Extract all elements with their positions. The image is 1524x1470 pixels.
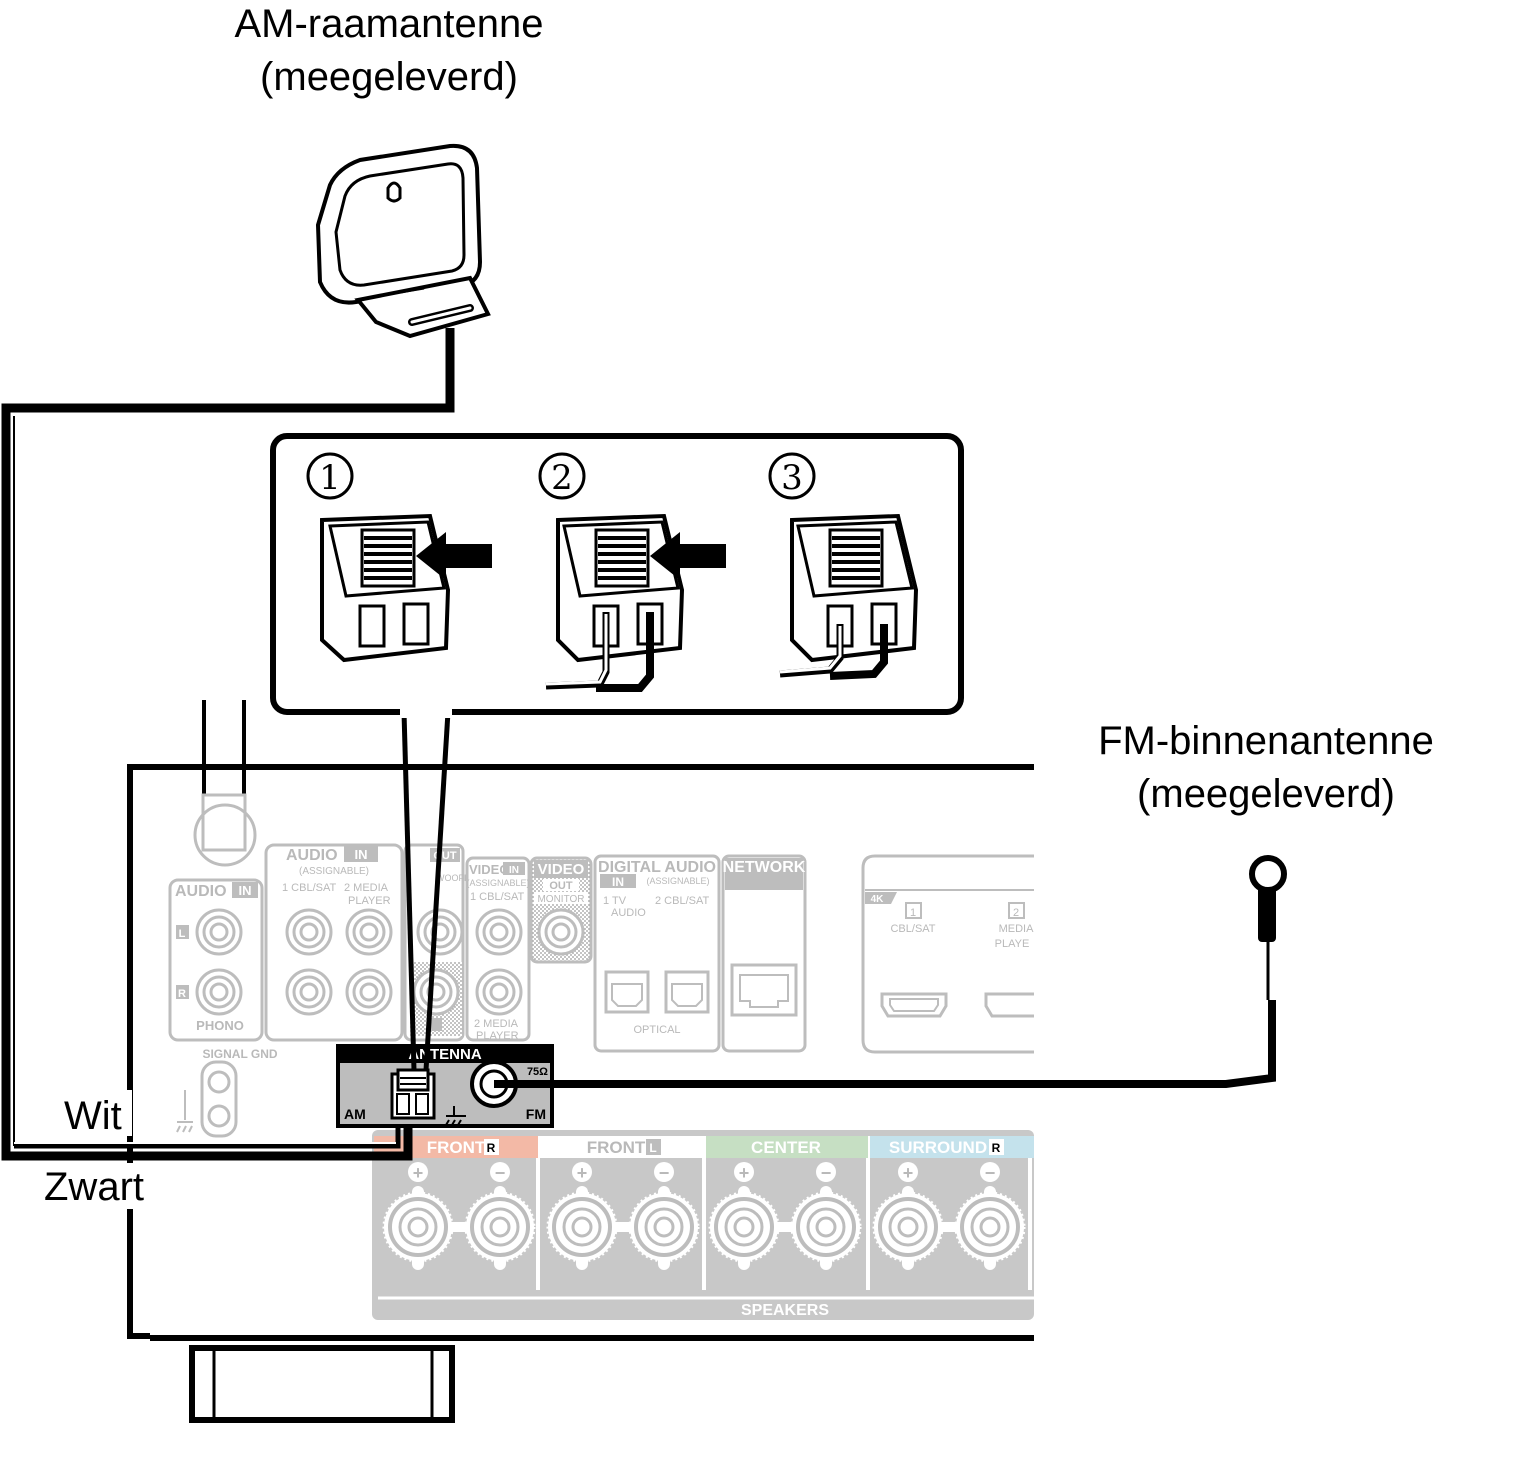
fm-antenna-title: FM-binnenantenne [1098, 719, 1434, 763]
svg-text:1: 1 [910, 907, 916, 919]
callout-connection-steps: 1 2 3 [270, 433, 964, 1071]
video-out-label: VIDEO [538, 861, 585, 878]
am-antenna-subtitle: (meegeleverd) [260, 55, 518, 99]
optical-label: OPTICAL [633, 1024, 680, 1036]
surround-r-label: SURROUND [889, 1138, 987, 1157]
audio-in-label: AUDIO [175, 883, 227, 900]
am-loop-antenna-icon [315, 143, 491, 339]
white-wire-label: Wit [64, 1094, 122, 1138]
out-badge: OUT [549, 880, 573, 892]
step-2-insert-wires-icon [545, 513, 726, 692]
svg-text:1 CBL/SAT: 1 CBL/SAT [470, 891, 524, 903]
media-player-label-b: PLAYER [348, 895, 391, 907]
fm-label: FM [526, 1106, 546, 1122]
phono-label: PHONO [196, 1018, 244, 1033]
network-label: NETWORK [723, 859, 806, 876]
svg-text:IN: IN [509, 865, 519, 876]
svg-text:−: − [821, 1163, 832, 1183]
step-3-number: 3 [781, 458, 803, 498]
svg-text:2: 2 [1013, 907, 1019, 919]
phono-r-jack [195, 968, 243, 1016]
front-r-label: FRONT [427, 1138, 486, 1157]
fm-antenna-cable [494, 855, 1287, 1088]
cbl-sat-2-label: 2 CBL/SAT [655, 895, 709, 907]
hdmi-2-label-a: MEDIA [999, 923, 1035, 935]
front-l-label: FRONT [587, 1138, 646, 1157]
ohm-label: 75Ω [527, 1066, 548, 1078]
hdmi-2-label-b: PLAYE [995, 938, 1030, 950]
media-player-label-a: 2 MEDIA [344, 882, 389, 894]
in-badge: IN [239, 883, 252, 898]
antenna-terminal: ANTENNA AM FM 75Ω [336, 1044, 554, 1128]
speakers-label: SPEAKERS [741, 1302, 829, 1319]
svg-text:−: − [985, 1163, 996, 1183]
receiver-rear-panel: AUDIO IN L R PHONO SIGNAL GND AUDIO IN (… [127, 700, 1035, 1423]
svg-text:+: + [413, 1163, 424, 1183]
digital-audio-label: DIGITAL AUDIO [598, 859, 716, 876]
speaker-terminals: + − + − + − + − [382, 1162, 1026, 1270]
assignable-label: (ASSIGNABLE) [299, 866, 369, 877]
video-in-label: VIDEO [469, 862, 509, 877]
cbl-sat-label: 1 CBL/SAT [282, 882, 336, 894]
svg-text:(ASSIGNABLE): (ASSIGNABLE) [466, 878, 529, 888]
phono-l-jack [195, 908, 243, 956]
step-1-number: 1 [319, 458, 341, 498]
svg-text:−: − [495, 1163, 506, 1183]
in-badge-2: IN [355, 847, 368, 862]
step-3-release-lever-icon [779, 513, 919, 680]
svg-text:+: + [577, 1163, 588, 1183]
svg-text:+: + [903, 1163, 914, 1183]
step-2-number: 2 [551, 458, 573, 498]
black-wire-label: Zwart [44, 1165, 144, 1209]
right-badge: R [178, 988, 186, 1000]
fm-antenna-subtitle: (meegeleverd) [1137, 772, 1395, 816]
tv-audio-label-b: AUDIO [611, 907, 646, 919]
tv-audio-label-a: 1 TV [603, 895, 627, 907]
svg-text:L: L [649, 1141, 656, 1155]
svg-text:PLAYER: PLAYER [476, 1030, 519, 1042]
audio-in-2-label: AUDIO [286, 847, 338, 864]
monitor-label: MONITOR [537, 894, 584, 905]
svg-text:IN: IN [612, 875, 624, 889]
svg-text:R: R [487, 1141, 496, 1155]
left-badge: L [179, 928, 186, 940]
step-1-push-lever-icon [320, 513, 492, 663]
am-antenna-title: AM-raamantenne [234, 2, 543, 46]
svg-text:R: R [992, 1141, 1001, 1155]
svg-text:2 MEDIA: 2 MEDIA [474, 1018, 519, 1030]
svg-text:−: − [659, 1163, 670, 1183]
svg-text:+: + [739, 1163, 750, 1183]
subwoofer-label: WOOFER [436, 873, 477, 883]
am-label: AM [344, 1106, 366, 1122]
svg-text:(ASSIGNABLE): (ASSIGNABLE) [646, 876, 709, 886]
antenna-label: ANTENNA [408, 1046, 481, 1063]
hdmi-1-label: CBL/SAT [890, 923, 935, 935]
center-label: CENTER [751, 1138, 821, 1157]
signal-gnd-label: SIGNAL GND [202, 1047, 277, 1061]
hdmi-4k-badge: 4K [871, 894, 885, 905]
